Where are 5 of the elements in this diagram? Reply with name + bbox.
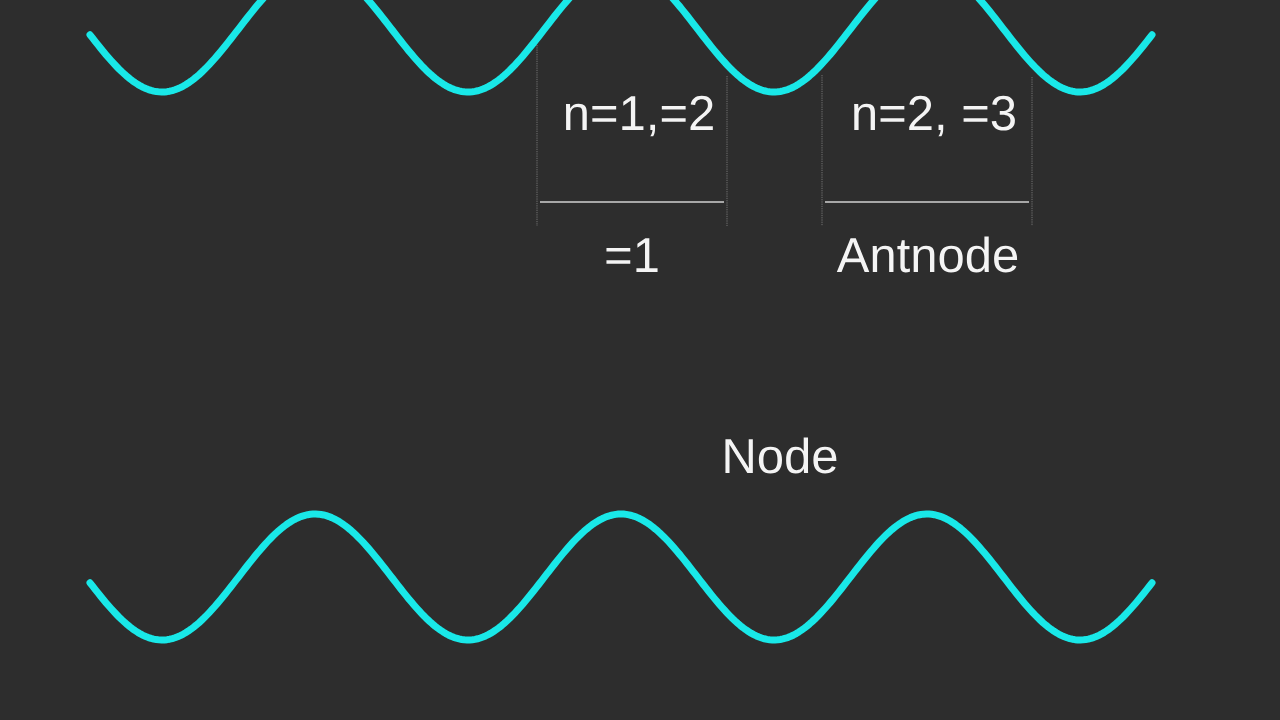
- antinode-label: Antnode: [836, 236, 1018, 273]
- harmonic-label: n=1,=2: [565, 95, 713, 137]
- node-label: Node: [725, 437, 837, 474]
- harmonic-label: n=2, =3: [854, 95, 1015, 137]
- value-label: =1: [606, 238, 658, 272]
